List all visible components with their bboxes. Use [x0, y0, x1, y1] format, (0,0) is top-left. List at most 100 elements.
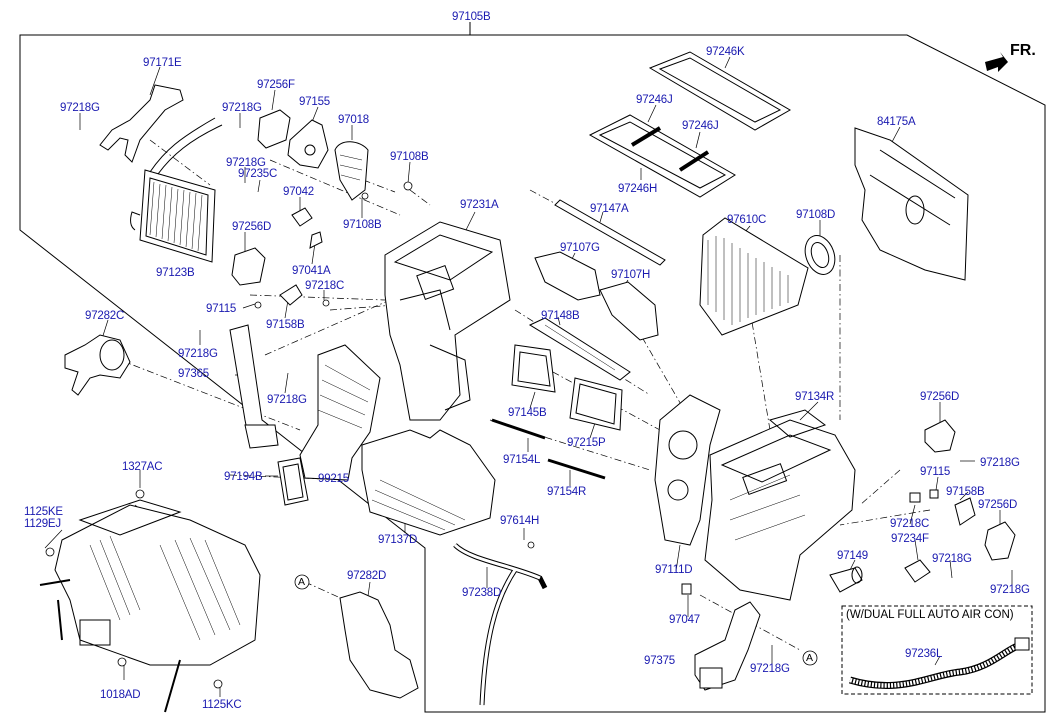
part-label: 97154L	[503, 454, 541, 466]
part-label: 97246K	[706, 46, 745, 58]
part-label: 97108B	[390, 151, 429, 163]
door-part-97215P	[569, 377, 623, 431]
actuator-part-97256D-left	[231, 247, 266, 286]
part-label: 99215	[318, 473, 349, 485]
part-label: 97108D	[796, 209, 836, 221]
part-label: 1129EJ	[24, 518, 61, 530]
part-label: 97256F	[257, 79, 295, 91]
part-label: 97218G	[60, 102, 100, 114]
part-label: 97282C	[85, 310, 125, 322]
part-label: 97218C	[890, 518, 930, 530]
link-part-97155	[287, 119, 329, 169]
duct-part-97365	[229, 324, 279, 449]
part-label: 97235C	[238, 168, 278, 180]
part-label: 97218C	[305, 280, 345, 292]
part-label: 97145B	[508, 407, 547, 419]
part-label: 97194B	[224, 471, 263, 483]
part-label: 97236L	[905, 648, 943, 660]
upper-case-part-97231A	[384, 221, 511, 421]
part-label: 1018AD	[100, 689, 141, 701]
part-label: 97218G	[750, 663, 790, 675]
cam-plate-part-97018	[334, 141, 369, 201]
actuator-part-97256D-lower	[984, 521, 1016, 561]
part-label: 84175A	[877, 116, 916, 128]
part-label: 97218G	[178, 348, 218, 360]
part-label: 97154R	[547, 486, 587, 498]
part-label: 97042	[283, 186, 314, 198]
part-label: 97047	[669, 614, 700, 626]
leader-lines	[44, 56, 1013, 697]
filter-part-97610C	[699, 217, 809, 336]
part-label: 97234F	[891, 533, 929, 545]
part-label: 1327AC	[122, 461, 163, 473]
part-label: 97041A	[292, 265, 331, 277]
part-label: 97614H	[500, 515, 540, 527]
callout-letter-right: A	[806, 652, 814, 664]
part-label: 97108B	[343, 219, 382, 231]
part-label: 97123B	[156, 267, 195, 279]
part-label: 97171E	[143, 57, 182, 69]
part-label: 97218G	[980, 457, 1020, 469]
drain-hose-part	[453, 543, 548, 706]
part-label: 97256D	[978, 499, 1018, 511]
hvac-assembly-part	[39, 499, 261, 713]
callout-circle-right	[802, 650, 818, 666]
part-label: 97246J	[636, 94, 673, 106]
part-label: 97155	[299, 96, 330, 108]
seal-part-97108D	[804, 235, 836, 275]
part-label: 97246H	[618, 183, 658, 195]
case-part-97111D	[654, 394, 721, 546]
part-label: 97018	[338, 114, 369, 126]
part-label: 1125KE	[24, 506, 63, 518]
part-label: 97238D	[462, 587, 502, 599]
part-label: 97158B	[266, 319, 305, 331]
lower-case-part-97137D	[361, 429, 496, 536]
part-label: 97218G	[226, 157, 266, 169]
callout-circle-left	[294, 574, 310, 590]
part-label: 97107H	[611, 269, 651, 281]
part-label: 97115	[206, 303, 237, 315]
assembly-frame	[19, 34, 1046, 713]
part-label: 97365	[178, 368, 209, 380]
front-arrow-icon	[985, 52, 1008, 72]
seal-part-97246K	[648, 51, 792, 131]
insulator-part-84175A	[854, 127, 969, 281]
case-part-97134R	[704, 409, 856, 601]
part-label: 1125KC	[202, 699, 242, 711]
part-label: 97147A	[590, 203, 629, 215]
part-label: 97610C	[727, 214, 767, 226]
part-label: 97215P	[567, 437, 606, 449]
part-label: 97256D	[920, 391, 960, 403]
door-part-97145B	[511, 344, 556, 393]
duct-part-97282C	[64, 334, 131, 396]
callout-letter-left: A	[298, 576, 306, 588]
part-label: 97107G	[560, 242, 600, 254]
part-label: 97134R	[795, 391, 835, 403]
part-label: 97256D	[232, 221, 272, 233]
door-part-97107G	[534, 251, 601, 301]
door-part-97107H	[599, 281, 659, 341]
duct-part-99215	[299, 344, 381, 481]
part-label: 97111D	[655, 564, 693, 576]
rail-part-97147A	[554, 199, 666, 266]
seal-part-97194B	[277, 457, 309, 506]
assembly-label: 97105B	[452, 11, 491, 23]
part-label: 97246J	[682, 120, 719, 132]
part-label: 97149	[837, 550, 868, 562]
duct-part-97375	[694, 601, 761, 691]
sensor-part-97149	[829, 566, 863, 593]
hose-part-97236L	[841, 605, 1033, 695]
part-label: 97218G	[990, 584, 1030, 596]
part-label: 97218G	[932, 553, 972, 565]
door-part-97148B	[528, 317, 631, 381]
part-label: 97282D	[347, 570, 387, 582]
part-label: 97158B	[946, 486, 985, 498]
part-label: 97218G	[222, 102, 262, 114]
pipe-bracket-part	[99, 84, 184, 163]
part-label: 97148B	[541, 310, 580, 322]
duct-part-97282D	[339, 591, 419, 699]
part-label: 97137D	[378, 534, 418, 546]
actuator-part-97256F	[257, 109, 291, 149]
seal-part-97246H	[588, 114, 736, 198]
